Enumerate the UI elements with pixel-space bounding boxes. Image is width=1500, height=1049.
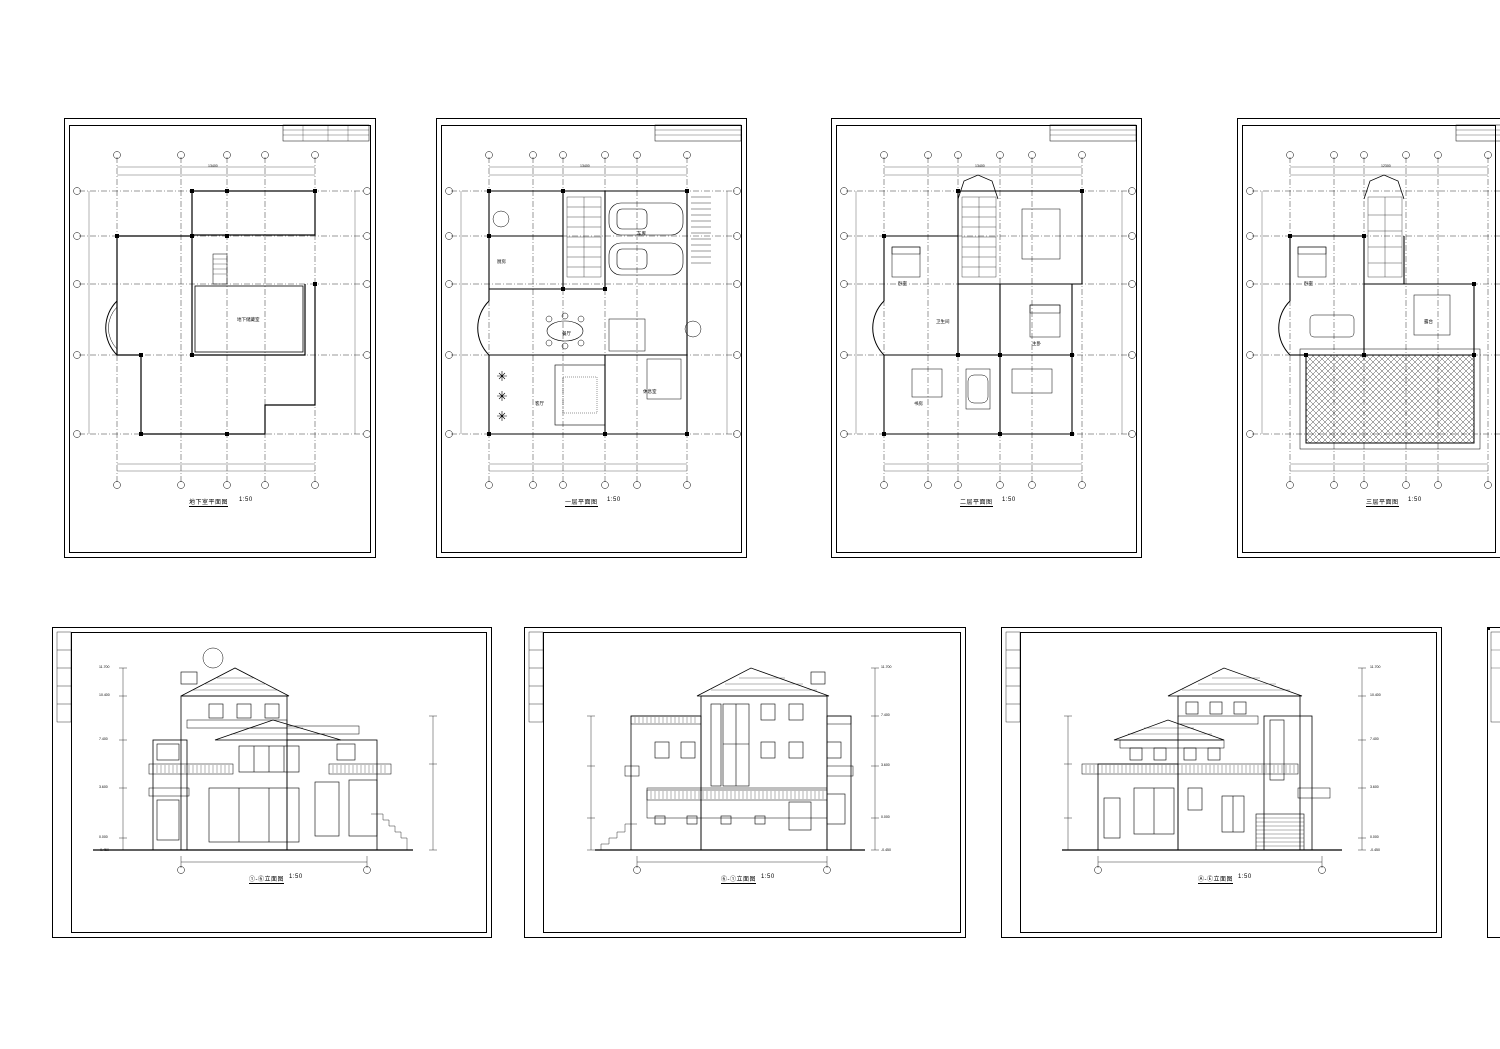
sheet-scale: 1:50: [239, 497, 253, 503]
room-label-bedroom: 卧室: [898, 281, 907, 286]
sheet-scale: 1:50: [1238, 874, 1252, 880]
room-label-storage: 地下储藏室: [237, 317, 260, 322]
dim-total: 13400: [975, 164, 985, 168]
sheet-floor2-plan: 卧室 主卧 书房 卫生间 13400 二层平面图 1:50: [831, 118, 1142, 558]
sheet-scale: 1:50: [761, 874, 775, 880]
dim-total: 13400: [580, 164, 590, 168]
dim-total: 12300: [1381, 164, 1391, 168]
room-label-living: 客厅: [535, 401, 544, 406]
sheet-floor1-plan: 餐厅 客厅 厨房 休息室 车库 13400 一层平面图 1:50: [436, 118, 747, 558]
sheet-elevation-3: 11.700 10.400 7.400 3.600 0.000 -0.450 Ⓐ…: [1001, 627, 1442, 938]
title-block: [282, 124, 370, 142]
sheet-title: ⑥-①立面图: [721, 874, 756, 884]
sheet-title: ①-⑥立面图: [249, 874, 284, 884]
sheet-elevation-1: 11.700 10.400 7.400 3.600 0.000 -0.450 ①…: [52, 627, 492, 938]
elevation-2-drawing: [528, 631, 879, 874]
basement-plan-drawing: [73, 151, 371, 489]
floor1-plan-drawing: [445, 124, 742, 489]
sheet-title: 三层平面图: [1366, 497, 1399, 507]
room-label-study: 书房: [914, 401, 923, 406]
sheet-title: 二层平面图: [960, 497, 993, 507]
room-label-kitchen: 厨房: [497, 259, 506, 264]
room-label-dining: 餐厅: [562, 331, 571, 336]
elevation-1-drawing: [56, 631, 437, 874]
room-label-lounge: 休息室: [643, 389, 657, 394]
sheet-scale: 1:50: [1002, 497, 1016, 503]
sheet-title: Ⓐ-Ⓔ立面图: [1198, 874, 1233, 884]
sheet-scale: 1:50: [289, 874, 303, 880]
elevation-3-drawing: [1005, 631, 1366, 874]
sheet-scale: 1:50: [607, 497, 621, 503]
room-label-master: 主卧: [1032, 341, 1041, 346]
sheet-title: 一层平面图: [565, 497, 598, 507]
dim-total: 13400: [208, 164, 218, 168]
floor2-plan-drawing: [840, 124, 1137, 489]
floor3-plan-drawing: [1246, 124, 1500, 489]
room-label-bath: 卫生间: [936, 319, 950, 324]
sheet-basement-plan: 地下储藏室 13400 地下室平面图 1:50: [64, 118, 376, 558]
sheet-elevation-2: 11.700 7.400 3.600 0.000 -0.450 ⑥-①立面图 1…: [524, 627, 966, 938]
sheet-scale: 1:50: [1408, 497, 1422, 503]
room-label-terrace: 露台: [1424, 319, 1433, 324]
sheet-partial: [1487, 627, 1500, 938]
room-label-garage: 车库: [637, 231, 646, 236]
sheet-floor3-plan: 卧室 露台 12300 三层平面图 1:50: [1237, 118, 1500, 558]
room-label-bedroom: 卧室: [1304, 281, 1313, 286]
sheet-title: 地下室平面图: [189, 497, 229, 507]
